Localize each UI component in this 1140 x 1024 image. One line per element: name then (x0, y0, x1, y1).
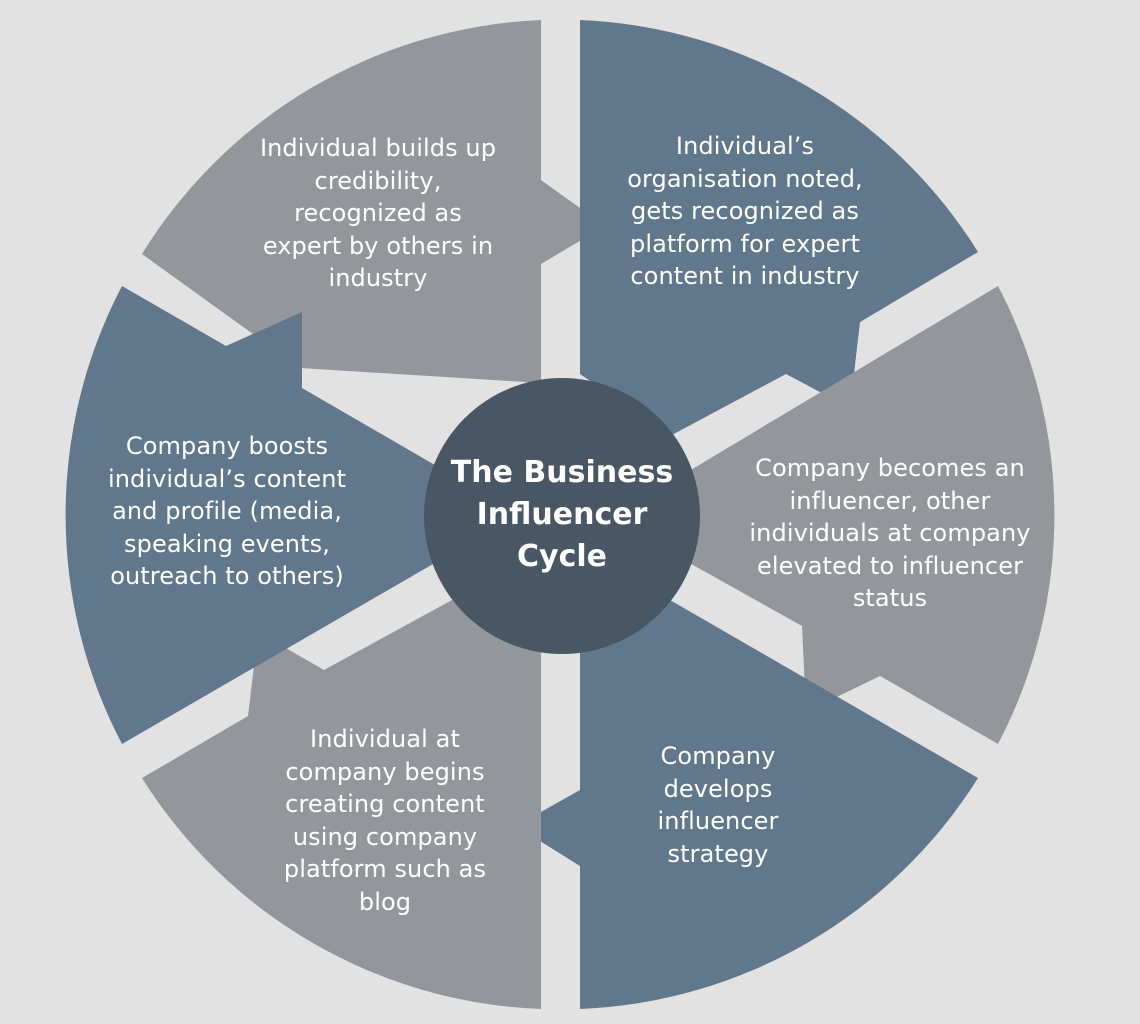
cycle-segment-1 (142, 20, 605, 383)
cycle-segment-2 (580, 20, 978, 436)
cycle-segment-5 (142, 600, 541, 1009)
cycle-segment-3 (684, 286, 1055, 744)
segment-text-6: Company boosts individual’s content and … (107, 432, 347, 590)
center-hub (424, 378, 700, 654)
cycle-segment-6 (65, 286, 441, 744)
segment-text-5: Individual at company begins creating co… (283, 725, 487, 916)
diagram-title: The Business Influencer Cycle (450, 455, 674, 574)
segment-text-2: Individual’s organisation noted, gets re… (627, 132, 863, 290)
cycle-segment-4 (516, 600, 978, 1009)
segment-text-1: Individual builds up credibility, recogn… (259, 134, 497, 292)
segment-text-3: Company becomes an influencer, other ind… (749, 454, 1031, 612)
segments-layer (65, 20, 1055, 1009)
segment-text-4: Company develops influencer strategy (657, 742, 779, 868)
